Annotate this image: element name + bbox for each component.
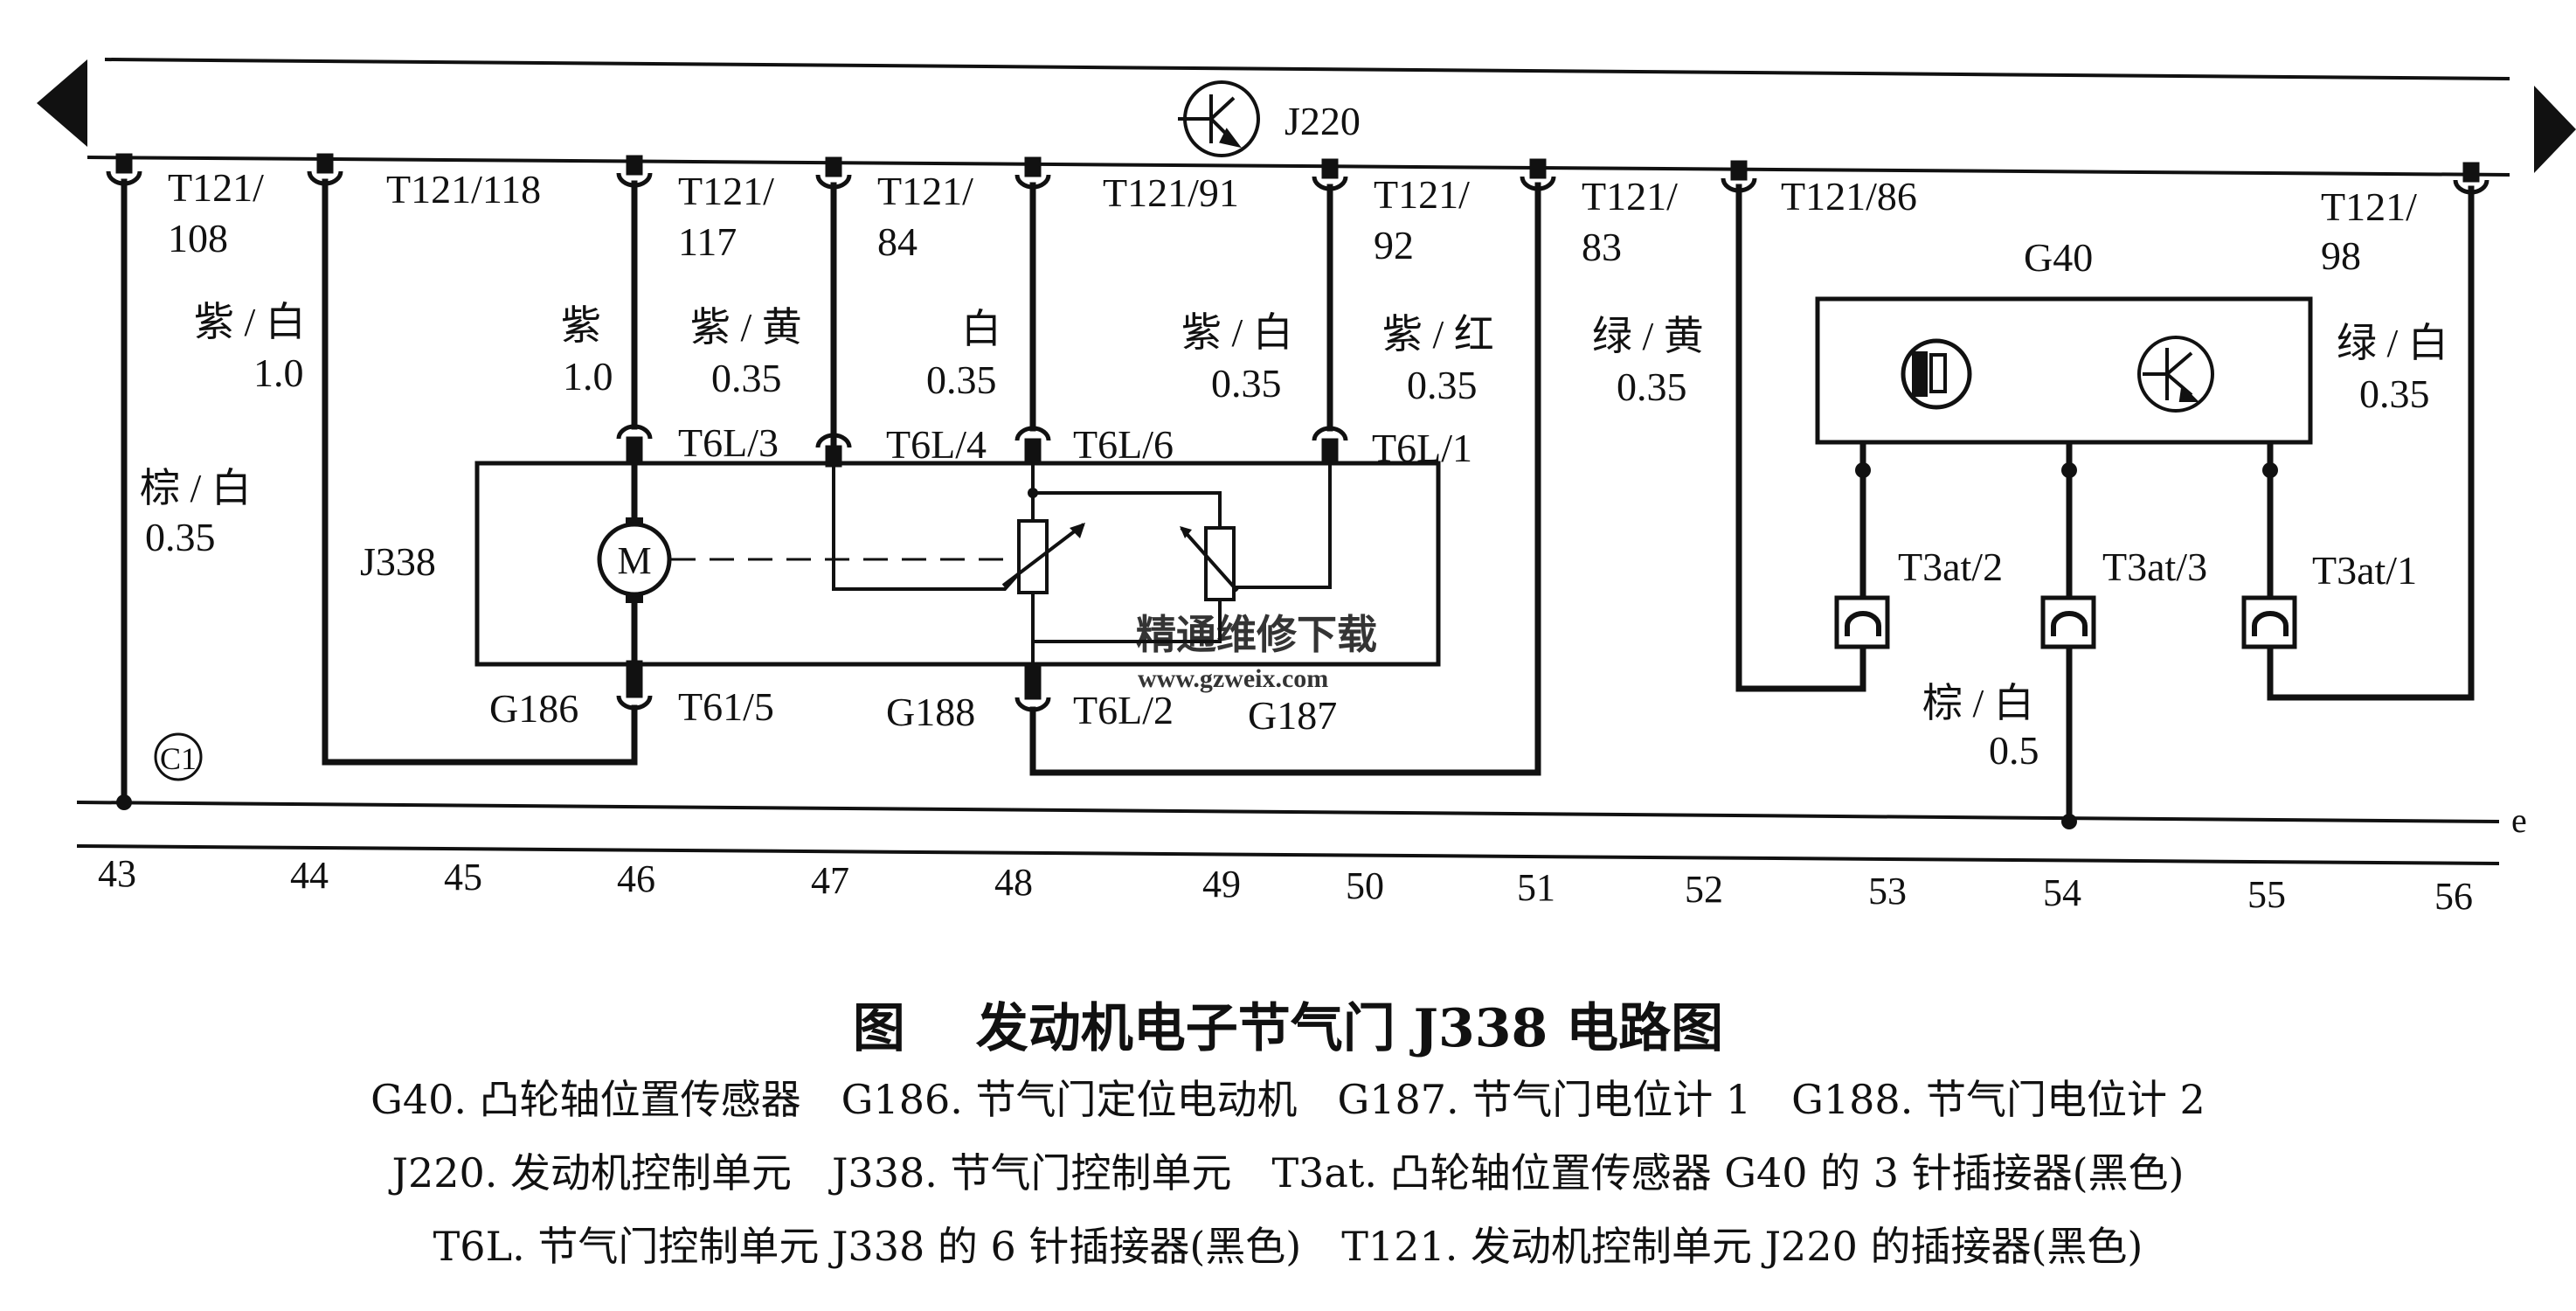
- grid-number: 45: [444, 856, 482, 898]
- connector-label: T6L/6: [1073, 422, 1174, 467]
- connector-label: 84: [877, 219, 918, 264]
- hall-sensor-icon: [1901, 338, 1972, 410]
- component-label: G188: [886, 690, 975, 734]
- wire-color: 紫 / 红: [1382, 312, 1494, 357]
- t3at-connectors: [1834, 595, 2297, 649]
- figure-title: 图 发动机电子节气门 J338 电路图: [852, 998, 1724, 1059]
- connector-label: 83: [1582, 225, 1622, 269]
- grid-number: 46: [617, 857, 655, 900]
- left-arrow-icon: [37, 59, 87, 147]
- transistor-icon: [2137, 336, 2214, 413]
- connector-label: 92: [1374, 223, 1414, 267]
- j338-box: [474, 461, 1441, 667]
- connector-label: 108: [168, 216, 228, 260]
- grid-number: 49: [1202, 863, 1241, 905]
- connector-label: T121/118: [386, 167, 541, 212]
- wire-size: 0.35: [145, 515, 216, 559]
- motor-label: M: [617, 539, 651, 582]
- legend-line: T6L. 节气门控制单元 J338 的 6 针插接器(黑色) T121. 发动机…: [433, 1223, 2143, 1270]
- t3at-pins: [1845, 611, 2289, 636]
- wire-size: 1.0: [253, 350, 304, 395]
- wire-color: 紫: [561, 303, 601, 348]
- connector-label: T6L/2: [1073, 688, 1174, 732]
- pot-arrows: [1070, 523, 1192, 538]
- ecu-label: J220: [1285, 99, 1361, 143]
- connector-label: T121/: [168, 165, 264, 210]
- pot-junction: [1028, 488, 1038, 498]
- component-label: G187: [1248, 693, 1337, 738]
- legend-line: J220. 发动机控制单元 J338. 节气门控制单元 T3at. 凸轮轴位置传…: [391, 1149, 2185, 1197]
- connector-label: T3at/2: [1898, 545, 2003, 589]
- connector-label: T3at/1: [2312, 548, 2417, 593]
- wire-size: 1.0: [563, 354, 613, 399]
- component-labels: J338 G186 G188 G187 G40: [360, 235, 2093, 738]
- wire-color: 棕 / 白: [140, 466, 252, 510]
- motor-icon: [597, 463, 672, 664]
- connector-label: T121/91: [1103, 170, 1239, 215]
- component-label: G40: [2024, 235, 2093, 280]
- watermark-url: www.gzweix.com: [1138, 664, 1328, 693]
- grid-number: 56: [2434, 875, 2473, 918]
- connector-label: T6L/4: [886, 422, 987, 467]
- grid-number: 50: [1346, 864, 1384, 907]
- wire-size: 0.35: [1617, 364, 1687, 409]
- ground-junction: [2061, 814, 2077, 829]
- ground-point-circle: [154, 732, 203, 781]
- watermark-text: 精通维修下载: [1136, 613, 1377, 657]
- right-arrow-icon: [2534, 86, 2576, 173]
- connector-label: T121/: [877, 169, 973, 213]
- grid-number: 43: [98, 852, 136, 895]
- wire-size: 0.35: [711, 356, 782, 400]
- grid-number: 47: [811, 859, 849, 902]
- grid-number: 44: [290, 854, 329, 897]
- wires: [121, 178, 2475, 825]
- wire-color: 绿 / 黄: [1592, 314, 1704, 358]
- grid-number: 53: [1868, 870, 1907, 912]
- wire-size: 0.35: [1407, 363, 1478, 407]
- wire-color: 白: [961, 307, 1001, 351]
- g40-box: [1815, 296, 2313, 445]
- component-label: J338: [360, 539, 436, 584]
- grid-number: 52: [1685, 868, 1723, 911]
- grid-number: 55: [2247, 873, 2286, 916]
- wire-labels: 棕 / 白 0.35 紫 / 白 1.0 紫 1.0 紫 / 黄 0.35 白 …: [140, 300, 2448, 773]
- grid-number: 48: [994, 861, 1033, 904]
- t121-labels: T121/ 108 T121/118 T121/ 117 T121/ 84 T1…: [168, 165, 2417, 278]
- ground-junction: [116, 794, 132, 810]
- wire-size: 0.35: [2359, 371, 2430, 416]
- ground-bus: [76, 801, 2500, 865]
- connector-label: T3at/3: [2102, 545, 2207, 589]
- transistor-icon: [1178, 80, 1260, 157]
- wire-size: 0.35: [926, 357, 997, 402]
- wire-size: 0.5: [1989, 728, 2039, 773]
- ecu-j220-bar: [87, 58, 2510, 177]
- component-label: G186: [489, 686, 578, 731]
- connector-label: T6L/1: [1372, 426, 1472, 470]
- connector-label: T121/: [1374, 172, 1470, 217]
- connector-label: T121/86: [1781, 174, 1917, 218]
- wire-color: 绿 / 白: [2337, 321, 2448, 365]
- component-connector-labels: T6L/3 T6L/4 T6L/6 T6L/1 T61/5 T6L/2 T3at…: [678, 420, 2417, 732]
- wire-color: 紫 / 黄: [690, 305, 802, 350]
- connector-label: T61/5: [678, 684, 774, 729]
- grid-numbers: 43 44 45 46 47 48 49 50 51 52 53 54 55 5…: [98, 852, 2473, 918]
- connector-label: 117: [678, 219, 737, 264]
- g40-junctions: [1855, 462, 2278, 478]
- wire-color: 紫 / 白: [194, 300, 306, 344]
- ground-point-label: C1: [160, 741, 197, 776]
- wire-color: 棕 / 白: [1922, 681, 2034, 725]
- wire-size: 0.35: [1211, 361, 1282, 406]
- grid-number: 51: [1517, 866, 1555, 909]
- connector-label: T121/: [2321, 184, 2417, 229]
- grid-number: 54: [2043, 871, 2081, 914]
- wire-color: 紫 / 白: [1181, 310, 1293, 355]
- connector-label: 98: [2321, 233, 2361, 278]
- ground-bus-label: e: [2511, 801, 2527, 840]
- connector-label: T6L/3: [678, 420, 779, 465]
- connector-label: T121/: [678, 169, 774, 213]
- legend-line: G40. 凸轮轴位置传感器 G186. 节气门定位电动机 G187. 节气门电位…: [370, 1076, 2206, 1123]
- connector-label: T121/: [1582, 174, 1678, 218]
